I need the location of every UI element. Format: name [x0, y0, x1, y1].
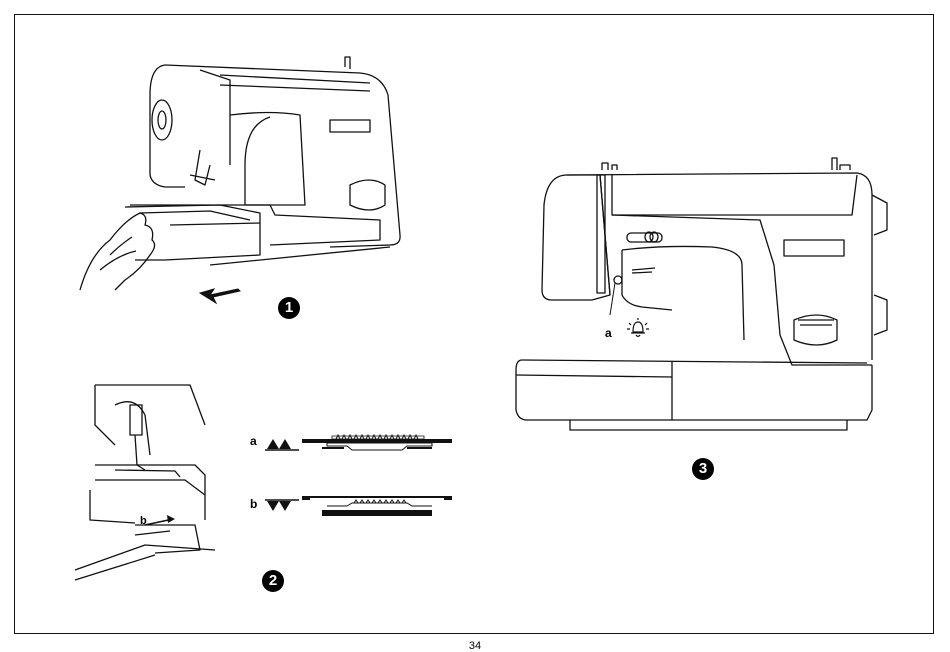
feed-dog-raised-diagram: [302, 432, 452, 456]
lever-callout: b: [140, 515, 147, 527]
bobbin-winder-callout: a: [605, 326, 612, 340]
page-number: 34: [0, 640, 950, 652]
feed-dog-lever-illustration: [75, 385, 215, 580]
position-letter-b: b: [250, 497, 257, 511]
figure-label-1: 1: [278, 297, 300, 319]
feed-dog-down-symbol: [265, 499, 299, 513]
feed-dog-lowered-diagram: [302, 490, 452, 520]
sewing-machine-front-illustration: [512, 155, 897, 440]
position-letter-a: a: [250, 434, 257, 448]
feed-dog-up-symbol: [265, 437, 299, 451]
figure-label-3: 3: [692, 458, 714, 480]
direction-arrow-icon: [200, 289, 240, 303]
sewing-machine-removing-table-illustration: [70, 55, 410, 305]
bell-icon: [625, 316, 651, 340]
figure-label-2: 2: [262, 570, 284, 592]
